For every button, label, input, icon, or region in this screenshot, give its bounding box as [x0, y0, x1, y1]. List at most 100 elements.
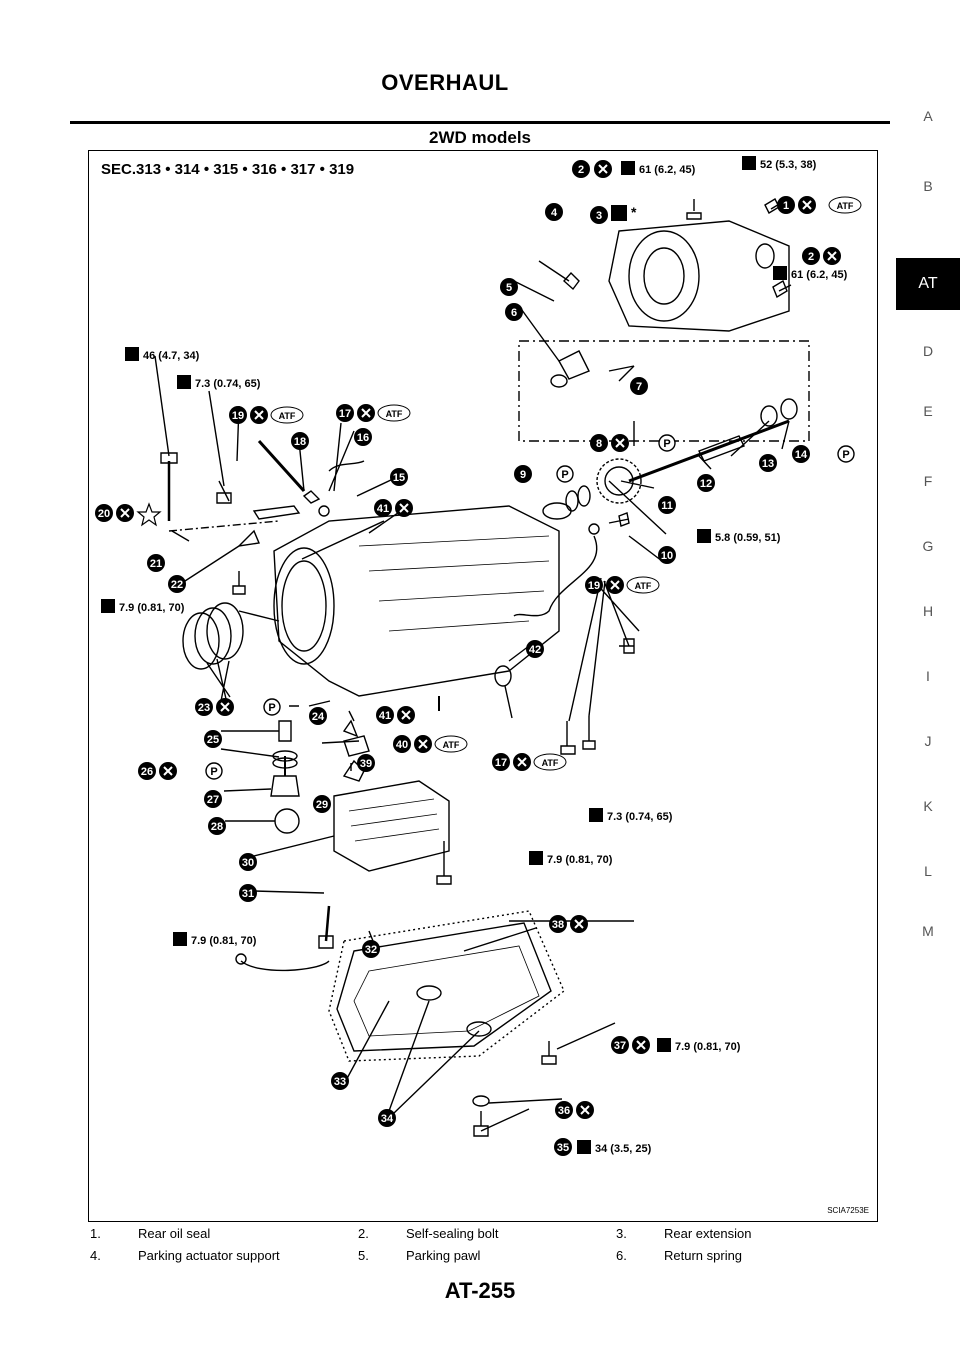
atf-text-17: ATF	[386, 409, 403, 419]
callout-31-text: 31	[242, 888, 254, 900]
callout-30: 30	[239, 853, 257, 871]
magnet-34a	[416, 985, 442, 1001]
torque-t52: 52 (5.3, 38)	[742, 156, 817, 171]
callout-group: 1 2 3 4 5 6 7 8 9 10 11 12 13 14 15 16 1…	[95, 160, 820, 1156]
side-index-d[interactable]: D	[922, 343, 934, 359]
legend-row: 1.Rear oil seal 2.Self-sealing bolt 3.Re…	[90, 1226, 880, 1248]
x-mark-19	[250, 406, 268, 424]
callout-15-text: 15	[393, 472, 405, 484]
torque-t30: 7.9 (0.81, 70)	[529, 851, 613, 866]
sealant-mark-3: *	[611, 204, 637, 221]
side-index-m[interactable]: M	[922, 923, 934, 939]
pan-bolt-37	[541, 1041, 557, 1065]
torque-text-t20: 46 (4.7, 34)	[143, 350, 200, 362]
x-mark-20	[116, 504, 134, 522]
atf-badge-17b: ATF	[533, 753, 567, 771]
side-index-j[interactable]: J	[924, 733, 932, 749]
x-mark-1	[798, 196, 816, 214]
callout-39: 39	[357, 754, 375, 772]
solenoid-39	[343, 735, 370, 757]
parking-actuator-support	[563, 271, 580, 291]
side-index-f[interactable]: F	[923, 473, 933, 489]
parking-gear	[596, 458, 642, 504]
side-index-g[interactable]: G	[922, 538, 934, 554]
torque-text-t19b: 7.3 (0.74, 65)	[607, 811, 673, 823]
callout-27: 27	[204, 790, 222, 808]
callout-24: 24	[309, 707, 327, 725]
converter-housing-opening	[273, 547, 335, 665]
solenoid-24	[342, 719, 359, 738]
bolt-22b	[232, 571, 246, 595]
callout-40-text: 40	[396, 739, 408, 751]
p-mark-23: P	[263, 698, 281, 716]
callout-6-text: 6	[511, 307, 517, 319]
torque-text-t31: 7.9 (0.81, 70)	[191, 935, 257, 947]
callout-17b: 17	[492, 753, 510, 771]
torque-t37: 7.9 (0.81, 70)	[657, 1038, 741, 1053]
callout-11: 11	[658, 496, 676, 514]
bolt-19b	[582, 716, 596, 750]
side-index-k[interactable]: K	[923, 798, 933, 814]
manual-shaft	[257, 439, 306, 493]
callout-19b-text: 19	[588, 580, 600, 592]
callout-19: 19	[229, 406, 247, 424]
callout-17b-text: 17	[495, 757, 507, 769]
callout-29-text: 29	[316, 799, 328, 811]
bolt-19c	[619, 638, 635, 654]
callout-41b: 41	[376, 706, 394, 724]
atf-text-40: ATF	[443, 740, 460, 750]
x-mark-40	[414, 735, 432, 753]
spring-25	[278, 720, 292, 742]
x-mark-17	[357, 404, 375, 422]
torque-text-t52: 52 (5.3, 38)	[760, 159, 817, 171]
callout-9: 9	[514, 465, 532, 483]
legend-number: 3.	[616, 1226, 627, 1241]
replace-marks	[116, 160, 841, 1119]
callout-33-text: 33	[334, 1076, 346, 1088]
callout-42-text: 42	[529, 644, 541, 656]
callout-29: 29	[313, 795, 331, 813]
p-marks: P P P P P	[205, 434, 855, 780]
side-index-l[interactable]: L	[924, 863, 932, 879]
callout-3: 3	[590, 206, 608, 224]
callout-7: 7	[630, 377, 648, 395]
magnet-34b	[466, 1021, 492, 1037]
ring-23b	[194, 607, 232, 665]
seal-ring-8	[577, 485, 591, 507]
side-index-a[interactable]: A	[923, 108, 933, 124]
torque-text-t21: 7.3 (0.74, 65)	[195, 378, 261, 390]
callout-36-text: 36	[558, 1105, 570, 1117]
callout-37-text: 37	[614, 1040, 626, 1052]
atf-badge-17: ATF	[377, 404, 411, 422]
section-title: 2WD models	[428, 128, 532, 147]
callout-7-text: 7	[636, 381, 642, 393]
side-index-e[interactable]: E	[923, 403, 933, 419]
side-index-b[interactable]: B	[923, 178, 933, 194]
callout-26-text: 26	[141, 766, 153, 778]
torque-text-t22: 7.9 (0.81, 70)	[119, 602, 185, 614]
callout-34-text: 34	[381, 1113, 394, 1125]
exploded-view-figure: SEC.313 • 314 • 315 • 316 • 317 • 319	[88, 150, 878, 1222]
atf-text-19b: ATF	[635, 581, 652, 591]
rear-oil-seal	[755, 243, 775, 269]
torque-text-t10: 5.8 (0.59, 51)	[715, 532, 781, 544]
callout-35: 35	[554, 1138, 572, 1156]
callout-16-text: 16	[357, 432, 369, 444]
callout-2: 2	[572, 160, 590, 178]
side-index-at[interactable]: AT	[896, 258, 960, 310]
x-mark-37	[632, 1036, 650, 1054]
rear-extension-housing	[608, 220, 790, 332]
callout-41-text: 41	[377, 503, 389, 515]
legend-text: Self-sealing bolt	[406, 1226, 499, 1241]
side-index-i[interactable]: I	[926, 668, 930, 684]
torque-t2b: 61 (6.2, 45)	[773, 266, 848, 281]
x-mark-41	[395, 499, 413, 517]
callout-1-text: 1	[783, 200, 789, 212]
callout-40: 40	[393, 735, 411, 753]
atf-badge-40: ATF	[434, 735, 468, 753]
callout-21-text: 21	[150, 558, 162, 570]
legend-item: 1.Rear oil seal	[90, 1226, 210, 1241]
legend-number: 1.	[90, 1226, 101, 1241]
side-index-h[interactable]: H	[922, 603, 934, 619]
bolt-valve	[436, 841, 452, 885]
